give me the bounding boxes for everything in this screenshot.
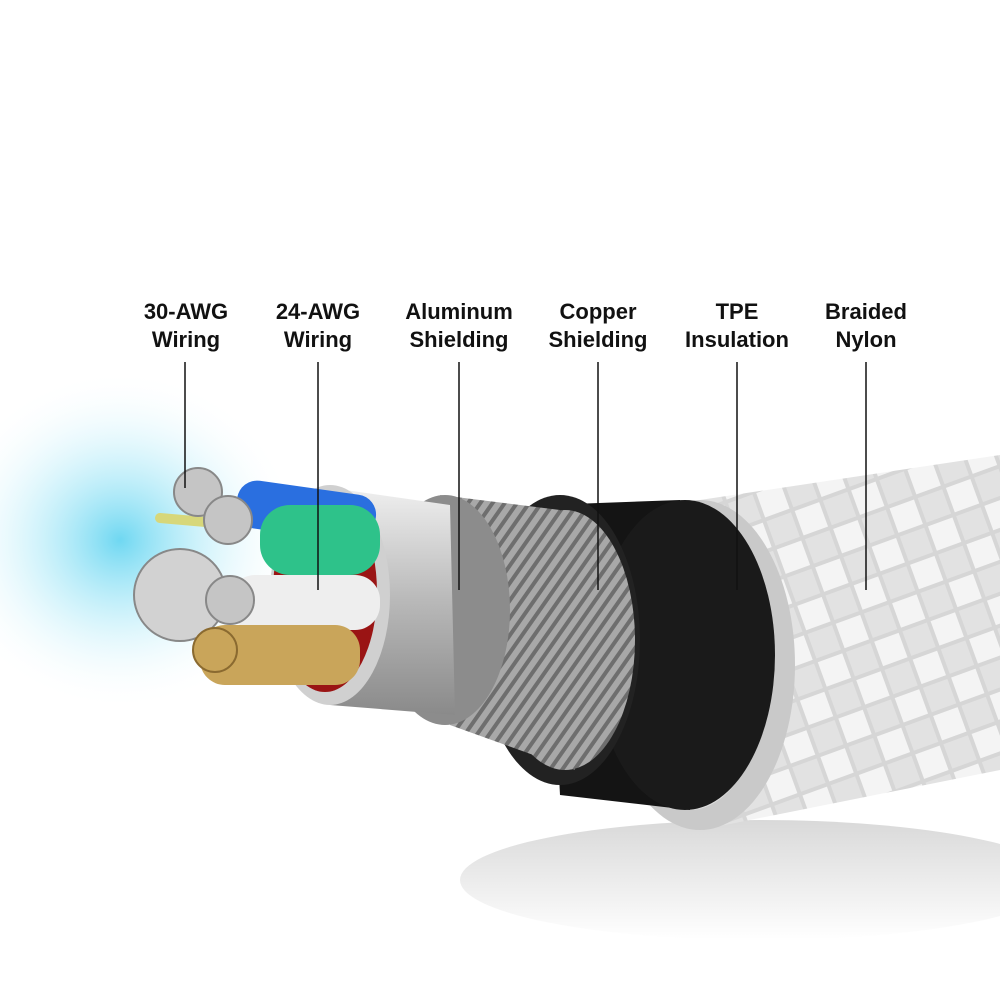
label-line: Wiring [151, 327, 221, 352]
label-line: Braided [825, 299, 907, 324]
wire-white [230, 575, 380, 630]
label-line: Copper [559, 299, 637, 324]
label-24awg-wiring: 24-AWG Wiring [243, 298, 393, 354]
label-line: Nylon [835, 327, 897, 352]
light-glow [0, 370, 300, 710]
strand-bundle [205, 575, 255, 625]
label-line: TPE [715, 299, 759, 324]
tpe-body [595, 500, 775, 810]
copper-face [495, 510, 635, 770]
label-line: Shielding [548, 327, 648, 352]
wire-green [260, 505, 380, 575]
label-30awg-wiring: 30-AWG Wiring [111, 298, 261, 354]
label-line: Shielding [409, 327, 509, 352]
strand-bundle [203, 495, 253, 545]
label-line: Aluminum [405, 299, 513, 324]
cable-shadow [460, 820, 1000, 940]
label-line: 30-AWG [143, 299, 229, 324]
wire-gold [200, 625, 360, 685]
label-line: Insulation [685, 327, 789, 352]
leader-lines [184, 362, 867, 590]
strand-bundle-gold [192, 627, 238, 673]
label-tpe-insulation: TPE Insulation [662, 298, 812, 354]
label-line: Wiring [283, 327, 353, 352]
label-line: 24-AWG [275, 299, 361, 324]
